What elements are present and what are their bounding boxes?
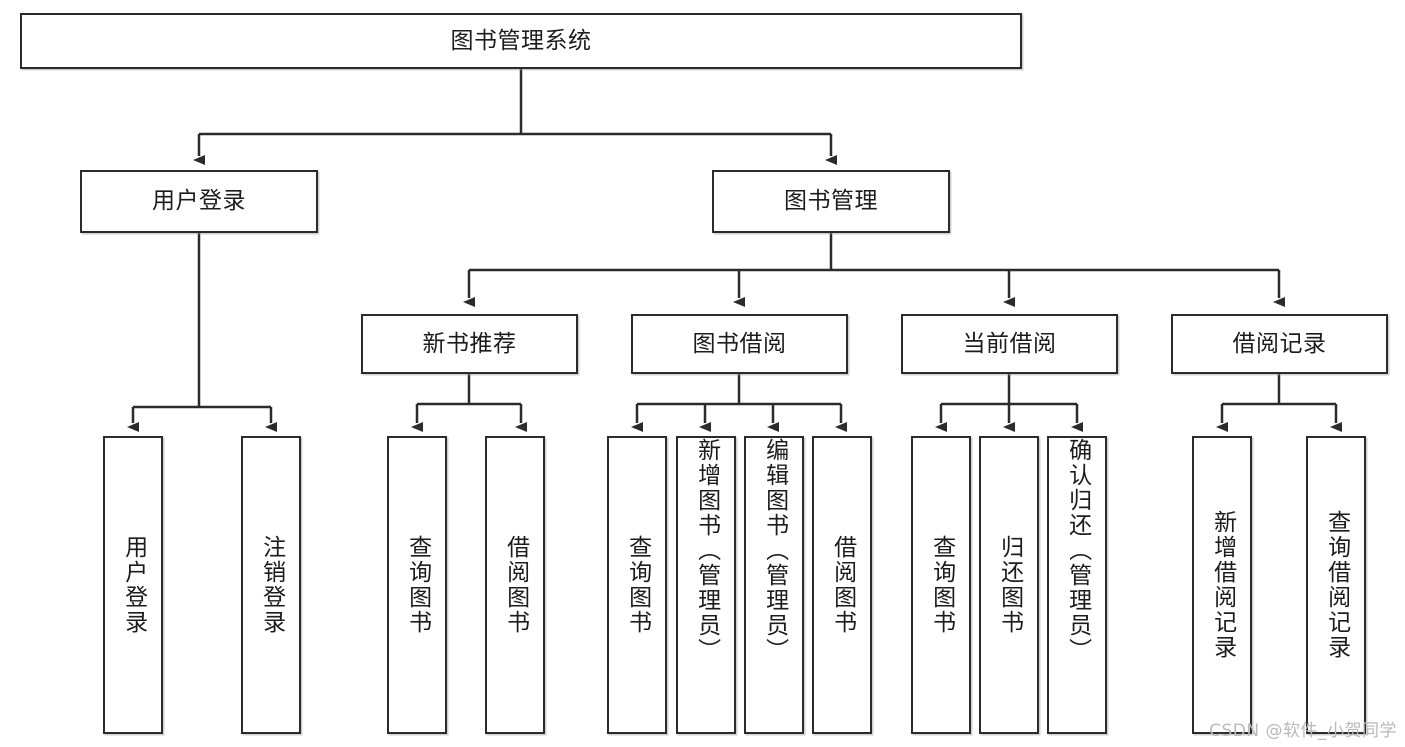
node-label: 确认归还（管理员） bbox=[1064, 438, 1091, 663]
node-label: 新增借阅记录 bbox=[1209, 510, 1236, 660]
leaf-current-return-book[interactable]: 归还图书 bbox=[979, 436, 1039, 734]
node-label: 借阅图书 bbox=[502, 535, 529, 635]
node-label: 查询图书 bbox=[624, 535, 651, 635]
leaf-recommend-query-book[interactable]: 查询图书 bbox=[387, 436, 447, 734]
leaf-borrow-add-book-admin[interactable]: 新增图书（管理员） bbox=[676, 436, 736, 734]
leaf-borrow-edit-book-admin[interactable]: 编辑图书（管理员） bbox=[744, 436, 804, 734]
node-current-borrow[interactable]: 当前借阅 bbox=[901, 314, 1118, 374]
node-label: 借阅记录 bbox=[1232, 330, 1327, 357]
node-label: 借阅图书 bbox=[829, 535, 856, 635]
leaf-borrow-borrow-book[interactable]: 借阅图书 bbox=[812, 436, 872, 734]
leaf-recommend-borrow-book[interactable]: 借阅图书 bbox=[485, 436, 545, 734]
node-book-borrow[interactable]: 图书借阅 bbox=[631, 314, 848, 374]
node-label: 新增图书（管理员） bbox=[693, 438, 720, 663]
node-label: 编辑图书（管理员） bbox=[761, 438, 788, 663]
leaf-current-query-book[interactable]: 查询图书 bbox=[911, 436, 971, 734]
node-label: 图书管理 bbox=[784, 188, 878, 215]
node-label: 当前借阅 bbox=[962, 330, 1057, 357]
node-user-login[interactable]: 用户登录 bbox=[80, 170, 318, 233]
leaf-current-confirm-return-admin[interactable]: 确认归还（管理员） bbox=[1047, 436, 1107, 734]
node-label: 查询图书 bbox=[404, 535, 431, 635]
csdn-watermark: CSDN @软件_小贺同学 bbox=[1209, 721, 1397, 741]
node-label: 用户登录 bbox=[120, 535, 147, 635]
node-label: 用户登录 bbox=[152, 188, 246, 215]
leaf-record-add-record[interactable]: 新增借阅记录 bbox=[1192, 436, 1252, 734]
leaf-user-login-logout[interactable]: 注销登录 bbox=[241, 436, 301, 734]
node-borrow-record[interactable]: 借阅记录 bbox=[1171, 314, 1388, 374]
node-label: 查询图书 bbox=[928, 535, 955, 635]
node-label: 图书管理系统 bbox=[450, 27, 592, 54]
node-root-system[interactable]: 图书管理系统 bbox=[20, 13, 1022, 69]
node-label: 新书推荐 bbox=[422, 330, 517, 357]
leaf-user-login-login[interactable]: 用户登录 bbox=[103, 436, 163, 734]
leaf-record-query-record[interactable]: 查询借阅记录 bbox=[1306, 436, 1366, 734]
node-new-book-recommend[interactable]: 新书推荐 bbox=[361, 314, 578, 374]
leaf-borrow-query-book[interactable]: 查询图书 bbox=[607, 436, 667, 734]
node-book-management[interactable]: 图书管理 bbox=[712, 170, 950, 233]
node-label: 注销登录 bbox=[258, 535, 285, 635]
node-label: 图书借阅 bbox=[692, 330, 787, 357]
node-label: 归还图书 bbox=[996, 535, 1023, 635]
node-label: 查询借阅记录 bbox=[1323, 510, 1350, 660]
